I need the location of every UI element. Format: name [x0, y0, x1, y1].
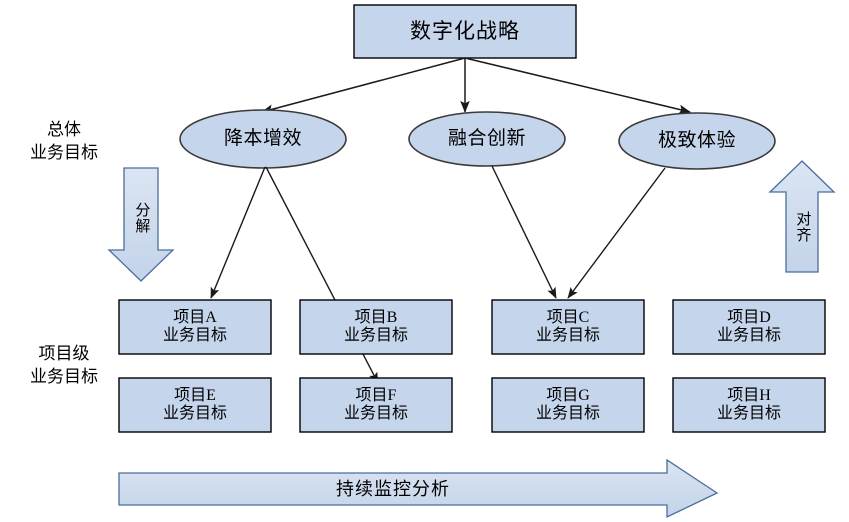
- align-arrow-shape[interactable]: [768, 160, 836, 273]
- connector-goal-1-to-project-a: [210, 166, 266, 299]
- connector-strategy-to-goal-1: [261, 57, 466, 114]
- goal-ellipse-1[interactable]: [179, 109, 347, 169]
- project-box-c[interactable]: [491, 299, 645, 355]
- decompose-arrow-shape[interactable]: [107, 167, 175, 282]
- project-box-a[interactable]: [118, 299, 272, 355]
- monitor-arrow-shape[interactable]: [118, 458, 719, 519]
- project-box-g[interactable]: [491, 377, 645, 433]
- project-box-b[interactable]: [299, 299, 453, 355]
- goal-ellipse-2[interactable]: [408, 111, 566, 167]
- connector-goal-2-to-project-c: [491, 165, 557, 299]
- goal-ellipse-3[interactable]: [618, 112, 776, 170]
- connector-group-goals-to-projects: [210, 165, 666, 384]
- project-box-e[interactable]: [118, 377, 272, 433]
- project-box-f[interactable]: [299, 377, 453, 433]
- connector-strategy-to-goal-3: [464, 57, 691, 115]
- connector-goal-3-to-project-c: [567, 167, 666, 299]
- project-box-d[interactable]: [672, 299, 826, 355]
- strategy-box[interactable]: [353, 4, 577, 59]
- connector-group-strategy-to-goals: [261, 57, 691, 115]
- project-box-h[interactable]: [672, 377, 826, 433]
